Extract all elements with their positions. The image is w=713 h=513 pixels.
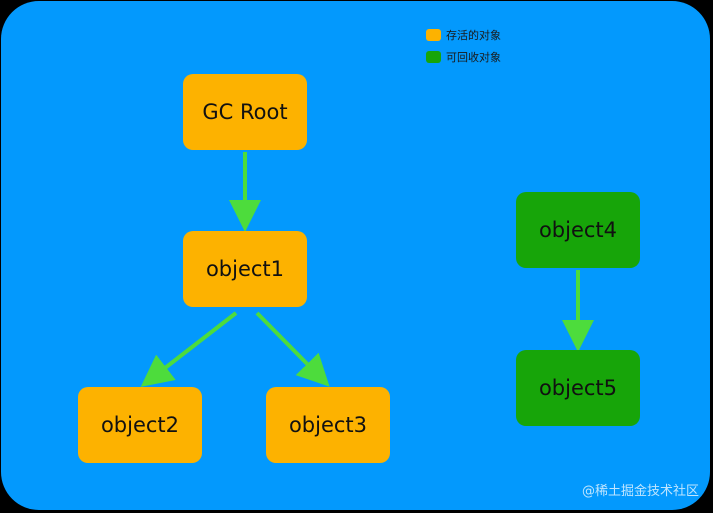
legend-alive: 存活的对象 <box>426 27 501 43</box>
legend-collectable: 可回收对象 <box>426 49 501 65</box>
node-object2: object2 <box>78 387 202 463</box>
node-object3: object3 <box>266 387 390 463</box>
node-gc-root: GC Root <box>183 74 307 150</box>
edge-object1-object3 <box>255 311 330 387</box>
watermark: @稀土掘金技术社区 <box>581 484 699 499</box>
node-object1: object1 <box>183 231 307 307</box>
node-object4: object4 <box>516 192 640 268</box>
legend-collectable-swatch <box>426 51 441 63</box>
edge-object1-object2 <box>140 311 238 387</box>
legend-alive-label: 存活的对象 <box>446 29 501 42</box>
legend-alive-swatch <box>426 29 441 41</box>
legend-collectable-label: 可回收对象 <box>446 51 501 64</box>
node-object5: object5 <box>516 350 640 426</box>
